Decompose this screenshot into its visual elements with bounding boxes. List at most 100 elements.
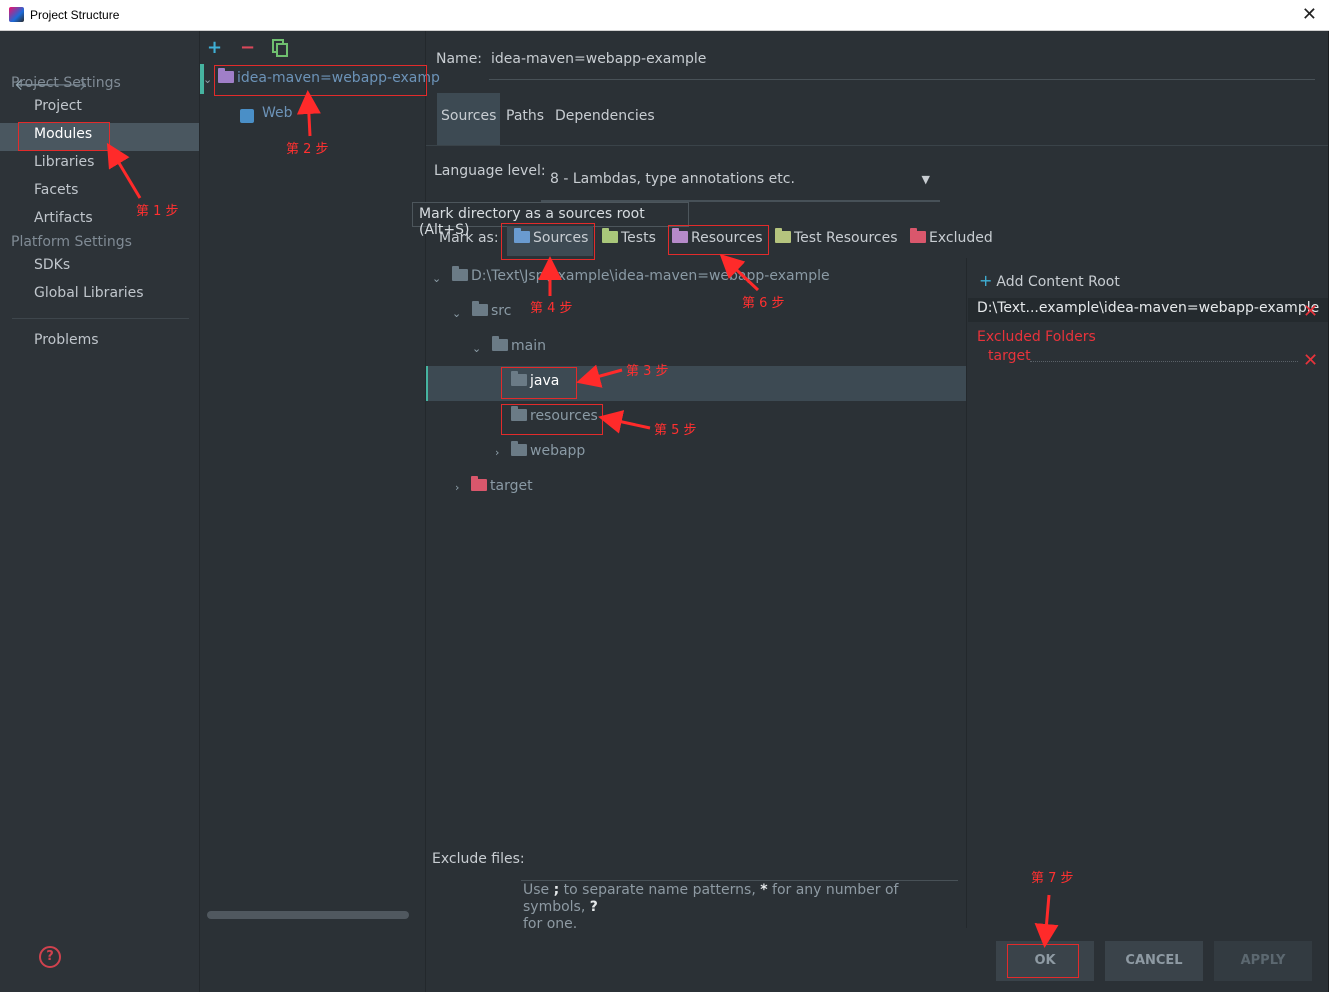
chevron-right-icon[interactable]: › [495,446,500,459]
content-root-panel [966,258,1328,928]
excluded-folders-title: Excluded Folders [977,329,1096,345]
module-item[interactable]: idea-maven=webapp-examp [218,68,440,86]
nav-item-global-libraries[interactable]: Global Libraries [34,285,144,301]
folder-icon [492,336,508,351]
annotation-box-resources [668,225,769,255]
tree-item-src[interactable]: src [472,301,512,319]
mark-as-label: Mark as: [439,230,499,246]
sources-folder-icon [514,228,530,243]
title-bar: Project Structure ✕ [0,0,1329,31]
folder-icon [511,406,527,421]
excluded-folder-target: target [988,348,1031,364]
apply-button[interactable]: APPLY [1214,941,1312,981]
mark-excluded-button[interactable]: Excluded [910,228,993,246]
tree-item-resources[interactable]: resources [511,406,598,424]
name-label: Name: [436,51,483,67]
web-facet-icon [240,109,254,123]
excluded-dotted-line [1030,361,1298,362]
remove-content-root-icon[interactable]: ✕ [1303,301,1319,322]
step-label-7: 第 7 步 [1031,871,1074,886]
module-folder-icon [218,68,234,83]
mark-test-resources-button[interactable]: Test Resources [775,228,898,246]
name-field[interactable]: idea-maven=webapp-example [491,51,707,67]
mark-resources-button[interactable]: Resources [672,228,763,246]
tree-item-webapp[interactable]: webapp [511,441,586,459]
test-resources-folder-icon [775,228,791,243]
chevron-down-icon[interactable]: ⌄ [432,272,442,285]
tree-item-java[interactable]: java [511,371,559,389]
step-label-2: 第 2 步 [286,142,329,157]
chevron-down-icon[interactable]: ⌄ [203,73,213,86]
add-icon: + [979,271,993,290]
tab-divider [426,145,1328,146]
mark-tests-button[interactable]: Tests [602,228,656,246]
mark-test-resources-label: Test Resources [794,230,898,246]
hint-part: for one. [523,916,578,932]
back-arrow-icon[interactable]: 🡐 [14,75,57,94]
window-title: Project Structure [30,8,120,22]
nav-item-sdks[interactable]: SDKs [34,257,71,273]
folder-icon [511,371,527,386]
tab-dependencies[interactable]: Dependencies [555,108,655,124]
nav-section-platform-settings: Platform Settings [11,234,132,250]
mark-sources-button[interactable]: Sources [514,228,588,246]
folder-icon [511,441,527,456]
nav-item-project[interactable]: Project [34,98,82,114]
add-content-root-button[interactable]: +Add Content Root [979,271,1120,290]
arrow-step-7 [1034,894,1059,948]
nav-section-project-settings: Project Settings [11,75,121,91]
exclude-files-hint: Use ; to separate name patterns, * for a… [523,882,953,933]
close-icon[interactable]: ✕ [1301,4,1317,25]
tree-main-label: main [511,338,546,354]
annotation-box-modules [18,122,110,151]
facet-label: Web [262,105,293,121]
name-field-underline [489,79,1315,80]
language-level-label: Language level: [434,163,546,179]
hint-star: * [760,882,768,898]
tab-paths[interactable]: Paths [506,108,545,124]
left-nav: 🡐 🡒 [0,31,200,992]
module-list-panel [200,31,426,992]
chevron-down-icon[interactable]: ⌄ [452,307,462,320]
remove-icon[interactable]: − [240,37,256,58]
help-icon[interactable]: ? [39,946,61,968]
nav-item-problems[interactable]: Problems [34,332,99,348]
nav-item-facets[interactable]: Facets [34,182,79,198]
chevron-down-icon: ▼ [921,173,930,186]
module-name: idea-maven=webapp-examp [237,70,440,86]
arrow-step-3 [576,364,623,388]
exclude-files-label: Exclude files: [432,851,525,867]
step-label-1: 第 1 步 [136,204,179,219]
nav-item-libraries[interactable]: Libraries [34,154,95,170]
tree-resources-label: resources [530,408,598,424]
language-level-dropdown[interactable]: 8 - Lambdas, type annotations etc. ▼ [541,162,940,202]
tree-item-main[interactable]: main [492,336,546,354]
hint-part: Use [523,882,554,898]
tab-sources[interactable]: Sources [437,93,501,145]
remove-excluded-icon[interactable]: ✕ [1303,350,1319,371]
nav-item-artifacts[interactable]: Artifacts [34,210,93,226]
chevron-down-icon[interactable]: ⌄ [472,342,482,355]
hint-part: to separate name patterns, [559,882,761,898]
tree-webapp-label: webapp [530,443,586,459]
module-list-scrollbar[interactable] [207,911,409,919]
hint-semicolon: ; [553,882,560,898]
cancel-button[interactable]: CANCEL [1105,941,1203,981]
facet-item-web[interactable]: Web [240,105,293,123]
copy-icon-front [276,43,288,57]
tree-target-label: target [490,478,533,494]
folder-icon [472,301,488,316]
tree-src-label: src [491,303,512,319]
content-root-path: D:\Text...example\idea-maven=webapp-exam… [977,300,1320,316]
content-root-row[interactable] [968,298,1328,322]
step-label-6: 第 6 步 [742,296,785,311]
arrow-step-5 [598,410,651,434]
nav-item-modules[interactable]: Modules [34,126,93,142]
tree-item-target[interactable]: target [471,476,533,494]
forward-arrow-icon[interactable]: 🡒 [45,75,88,94]
exclude-files-input[interactable] [521,880,958,881]
chevron-right-icon[interactable]: › [455,481,460,494]
step-label-3: 第 3 步 [626,364,669,379]
add-icon[interactable]: + [207,37,223,58]
